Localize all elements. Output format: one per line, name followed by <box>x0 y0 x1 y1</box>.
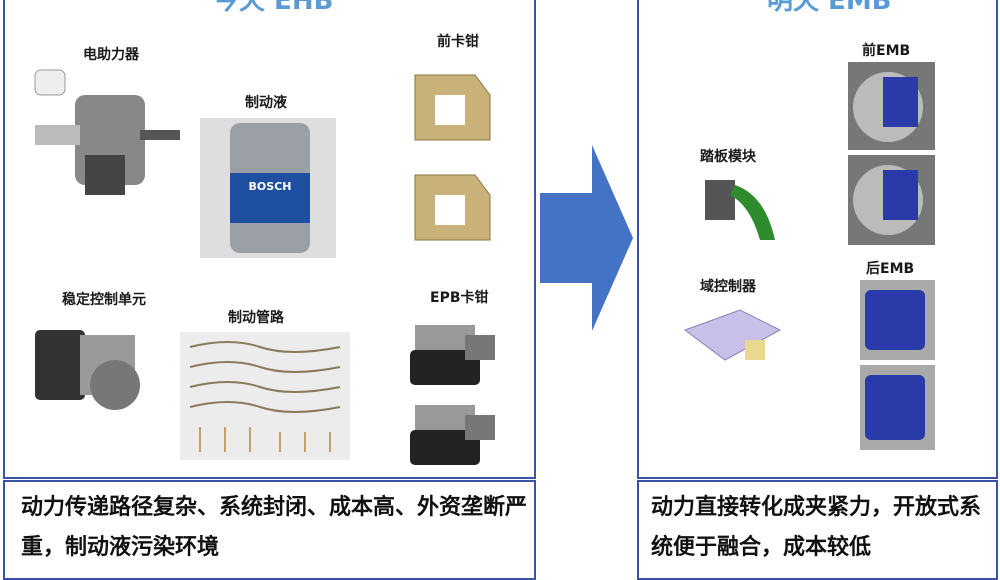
front-caliper-image-2 <box>414 174 491 241</box>
label-esc: 稳定控制单元 <box>62 292 146 308</box>
front-caliper-image-1 <box>414 74 491 141</box>
emb-description: 动力直接转化成夹紧力，开放式系统便于融合，成本较低 <box>651 495 982 560</box>
label-epb: EPB卡钳 <box>430 290 489 306</box>
rear-emb-image-2 <box>860 365 935 450</box>
brake-lines-image <box>180 332 350 460</box>
ehb-title: 今天 EHB <box>213 0 334 16</box>
label-pedal: 踏板模块 <box>700 149 756 165</box>
ehb-description: 动力传递路径复杂、系统封闭、成本高、外资垄断严重，制动液污染环境 <box>21 495 528 560</box>
ehb-description-box: 动力传递路径复杂、系统封闭、成本高、外资垄断严重，制动液污染环境 <box>3 480 536 580</box>
label-front-caliper: 前卡钳 <box>437 34 479 50</box>
label-front-emb: 前EMB <box>862 43 911 59</box>
front-emb-image-1 <box>848 62 935 150</box>
esc-unit-image <box>35 330 140 410</box>
epb-caliper-image-2 <box>410 405 495 465</box>
label-lines: 制动管路 <box>228 310 284 326</box>
front-emb-image-2 <box>848 155 935 245</box>
domain-controller-image <box>683 309 782 361</box>
bosch-logo-text: BOSCH <box>249 180 292 193</box>
emb-title: 明天 EMB <box>767 0 892 16</box>
emb-description-box: 动力直接转化成夹紧力，开放式系统便于融合，成本较低 <box>637 480 998 580</box>
label-rear-emb: 后EMB <box>866 261 915 277</box>
emb-panel: 明天 EMB <box>637 0 998 479</box>
label-booster: 电助力器 <box>83 47 139 63</box>
pedal-module-image <box>705 180 775 240</box>
epb-caliper-image-1 <box>410 325 495 385</box>
label-fluid: 制动液 <box>245 95 287 111</box>
label-domain: 域控制器 <box>700 279 756 295</box>
rear-emb-image-1 <box>860 280 935 360</box>
arrow-right-icon <box>540 145 633 331</box>
brake-fluid-image: BOSCH <box>200 118 336 258</box>
booster-image <box>34 69 180 195</box>
